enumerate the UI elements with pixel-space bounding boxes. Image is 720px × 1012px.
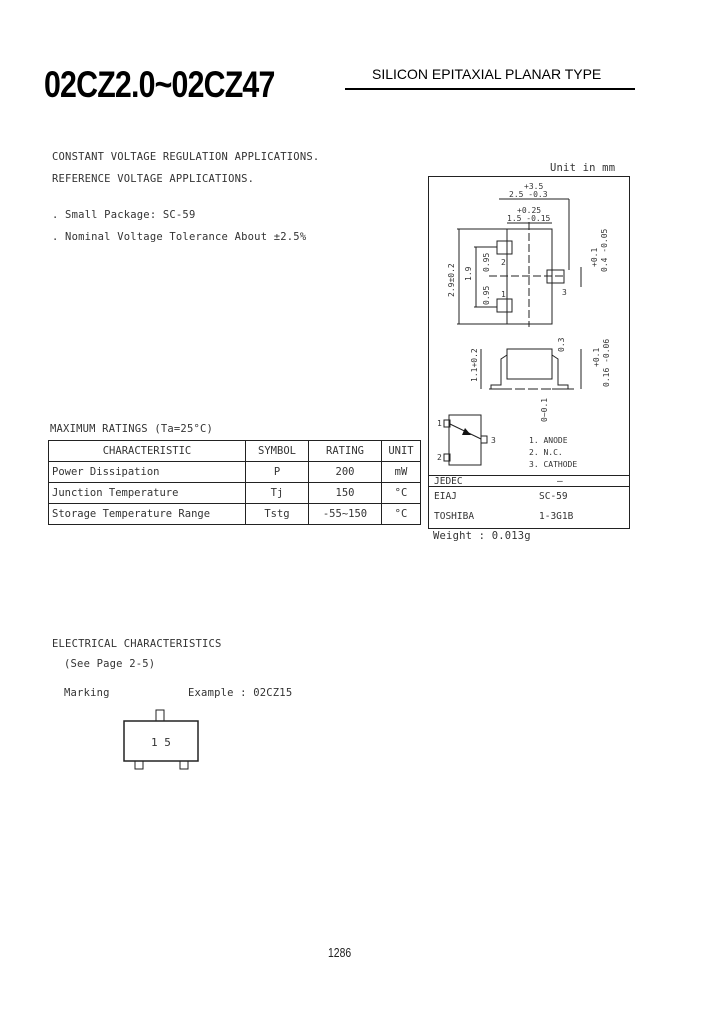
symbol-pin-2: 2 (437, 453, 442, 462)
feature-2: . Nominal Voltage Tolerance About ±2.5% (52, 231, 307, 243)
standard-row-jedec: JEDEC — (429, 475, 629, 487)
cell-rating: 150 (308, 482, 382, 504)
header-rating: RATING (308, 440, 382, 462)
table-row: Junction Temperature Tj 150 °C (48, 482, 421, 504)
dim-d6: 0.95 (482, 286, 491, 305)
dim-d10b: 0.16 -0.06 (602, 339, 611, 387)
feature-1: . Small Package: SC-59 (52, 209, 196, 221)
marking-package-drawing: 1 5 (123, 709, 199, 770)
cell-characteristic: Junction Temperature (48, 482, 246, 504)
pin-legend-2: 2. N.C. (529, 448, 563, 457)
package-outline-drawing: +3.5 2.5 -0.3 +0.25 1.5 -0.15 2.9±0.2 1.… (437, 182, 611, 469)
marking-example: Example : 02CZ15 (188, 687, 293, 699)
marking-label: Marking (64, 687, 110, 699)
symbol-pin-3: 3 (491, 436, 496, 445)
page-subtitle: SILICON EPITAXIAL PLANAR TYPE (372, 66, 602, 82)
cell-unit: °C (381, 482, 421, 504)
page-title: 02CZ2.0~02CZ47 (44, 64, 275, 105)
dim-d1: +3.5 (524, 182, 543, 191)
standard-row-eiaj-toshiba: EIAJ SC-59 TOSHIBA 1-3G1B (429, 486, 629, 529)
dim-d5: 0.95 (482, 253, 491, 272)
cell-rating: 200 (308, 461, 382, 483)
unit-label: Unit in mm (550, 162, 616, 174)
pin-legend-3: 3. CATHODE (529, 460, 577, 469)
dim-d9: 0.3 (557, 337, 566, 352)
cell-characteristic: Power Dissipation (48, 461, 246, 483)
title-rule (345, 88, 635, 90)
header-characteristic: CHARACTERISTIC (48, 440, 246, 462)
dim-d3: 2.9±0.2 (447, 263, 456, 297)
marking-code: 1 5 (151, 736, 171, 749)
package-weight: Weight : 0.013g (433, 530, 531, 542)
cell-unit: mW (381, 461, 421, 483)
dim-d2: +0.25 (517, 206, 541, 215)
dim-d7: +0.1 (590, 248, 599, 267)
electrical-note: (See Page 2-5) (64, 658, 156, 670)
max-ratings-table: CHARACTERISTIC SYMBOL RATING UNIT Power … (48, 440, 421, 525)
pin-label-2: 2 (501, 258, 506, 267)
dim-d7b: 0.4 -0.05 (600, 228, 609, 272)
pin-label-3: 3 (562, 288, 567, 297)
dim-d2b: 1.5 -0.15 (507, 214, 551, 223)
dim-d1b: 2.5 -0.3 (509, 190, 548, 199)
header-unit: UNIT (381, 440, 421, 462)
cell-rating: -55~150 (308, 503, 382, 525)
page-number: 1286 (328, 945, 352, 960)
pin-label-1: 1 (501, 290, 506, 299)
standard-code: — (557, 476, 563, 487)
header-symbol: SYMBOL (245, 440, 309, 462)
application-2: REFERENCE VOLTAGE APPLICATIONS. (52, 173, 255, 185)
symbol-pin-1: 1 (437, 419, 442, 428)
standard-org: EIAJ (434, 491, 457, 502)
diode-symbol-icon (462, 428, 471, 435)
dim-d11: 0~0.1 (540, 398, 549, 422)
max-ratings-title: MAXIMUM RATINGS (Ta=25°C) (50, 423, 214, 435)
cell-symbol: P (245, 461, 309, 483)
standard-code: SC-59 (539, 491, 568, 502)
cell-unit: °C (381, 503, 421, 525)
dim-d10: +0.1 (592, 348, 601, 367)
cell-symbol: Tstg (245, 503, 309, 525)
cell-characteristic: Storage Temperature Range (48, 503, 246, 525)
cell-symbol: Tj (245, 482, 309, 504)
package-drawing-box: +3.5 2.5 -0.3 +0.25 1.5 -0.15 2.9±0.2 1.… (428, 176, 630, 529)
table-header-row: CHARACTERISTIC SYMBOL RATING UNIT (48, 440, 421, 462)
standard-org: JEDEC (434, 476, 463, 487)
table-row: Power Dissipation P 200 mW (48, 461, 421, 483)
dim-d4: 1.9 (464, 266, 473, 281)
dim-d8: 1.1+0.2 (470, 348, 479, 382)
standard-org: TOSHIBA (434, 511, 475, 522)
electrical-title: ELECTRICAL CHARACTERISTICS (52, 638, 222, 650)
standard-code: 1-3G1B (539, 511, 574, 522)
application-1: CONSTANT VOLTAGE REGULATION APPLICATIONS… (52, 151, 320, 163)
table-row: Storage Temperature Range Tstg -55~150 °… (48, 503, 421, 525)
pin-legend-1: 1. ANODE (529, 436, 568, 445)
